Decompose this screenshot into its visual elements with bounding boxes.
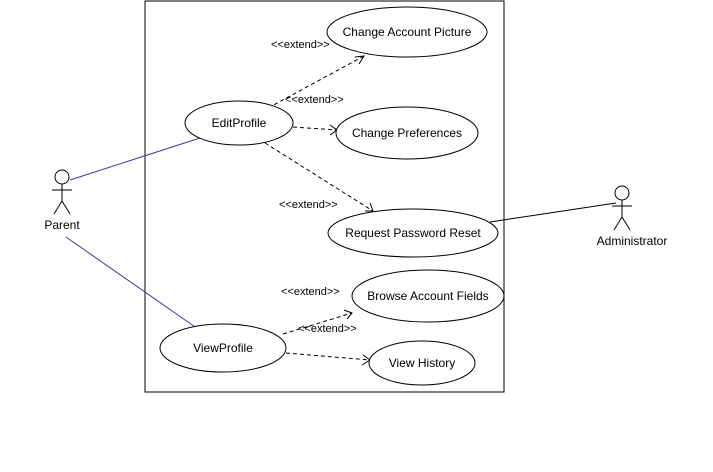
extend-label-viewhistory: <<extend>>	[298, 323, 357, 335]
use-case-label: EditProfile	[212, 116, 267, 130]
actor-administrator[interactable]: Administrator	[597, 185, 668, 248]
use-case-edit-profile[interactable]: EditProfile	[184, 100, 294, 146]
extend-editprofile-changepicture	[267, 55, 365, 109]
association-admin-passwordreset	[489, 202, 617, 223]
use-case-view-profile[interactable]: ViewProfile	[159, 323, 287, 373]
use-case-change-preferences[interactable]: Change Preferences	[335, 106, 479, 160]
extend-label-browsefields: <<extend>>	[281, 286, 340, 298]
actor-administrator-label: Administrator	[597, 234, 668, 248]
use-case-view-history[interactable]: View History	[368, 340, 476, 386]
extend-label-changepreferences: <<extend>>	[285, 94, 344, 106]
use-case-request-password-reset[interactable]: Request Password Reset	[327, 208, 499, 258]
actor-head-icon	[54, 169, 70, 185]
extend-viewprofile-browsefields	[282, 309, 353, 335]
extend-editprofile-changepreferences	[292, 124, 338, 136]
actor-parent-label: Parent	[44, 218, 80, 232]
use-case-label: View History	[389, 356, 455, 370]
use-case-label: Change Account Picture	[343, 25, 472, 39]
system-boundary	[144, 0, 505, 393]
actor-parent[interactable]: Parent	[44, 169, 80, 232]
actor-head-icon	[614, 185, 630, 201]
use-case-label: Change Preferences	[352, 126, 462, 140]
use-case-browse-account-fields[interactable]: Browse Account Fields	[351, 269, 505, 323]
association-parent-viewprofile	[65, 236, 199, 330]
association-parent-editprofile	[69, 137, 201, 181]
extend-viewprofile-viewhistory	[285, 352, 371, 366]
use-case-change-account-picture[interactable]: Change Account Picture	[326, 6, 488, 58]
extend-editprofile-passwordreset	[264, 142, 374, 212]
use-case-label: Browse Account Fields	[367, 289, 488, 303]
extend-label-passwordreset: <<extend>>	[279, 199, 338, 211]
use-case-label: Request Password Reset	[345, 226, 481, 240]
use-case-label: ViewProfile	[193, 341, 253, 355]
extend-label-changepicture: <<extend>>	[271, 39, 330, 51]
